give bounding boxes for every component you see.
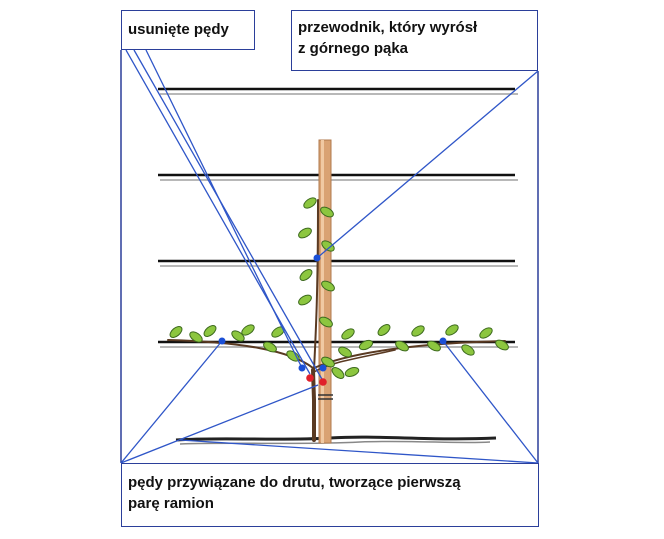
callout-removed-2 (133, 49, 324, 382)
leaf (344, 367, 360, 377)
callout-tied-4 (442, 340, 539, 464)
leaf (321, 280, 335, 292)
plant (167, 199, 506, 442)
cut-marker-red (306, 374, 314, 382)
leaf (189, 331, 203, 343)
callout-removed-1 (125, 49, 311, 375)
leaf (203, 325, 217, 337)
leaf (341, 328, 355, 340)
leaf (479, 327, 493, 339)
label-leader-line-2: z górnego pąka (298, 40, 409, 57)
post-ties (318, 394, 333, 400)
leaf (338, 346, 352, 358)
diagram-frame (120, 50, 539, 463)
post-highlight (321, 140, 324, 443)
label-removed-shoots: usunięte pędy (121, 10, 255, 50)
leaf (241, 324, 255, 336)
leaf (298, 294, 312, 306)
leaf (169, 326, 183, 338)
leaf (427, 340, 441, 352)
label-leader-line-1: przewodnik, który wyrósł (298, 19, 478, 36)
leaf (358, 339, 374, 351)
ground-line (175, 435, 497, 442)
callout-tied-1 (120, 340, 223, 464)
label-tied-line-2: parę ramion (128, 495, 214, 512)
leaf (411, 325, 425, 337)
leaf (445, 324, 459, 336)
leader-shoot (313, 199, 319, 371)
tie-marker-blue (218, 337, 226, 345)
label-leader: przewodnik, który wyrósł z górnego pąka (291, 10, 538, 71)
tie-marker-blue (298, 364, 306, 372)
leaf (321, 240, 335, 252)
tie-marker-blue (439, 337, 447, 345)
callout-leader (316, 70, 539, 259)
leaf (321, 356, 335, 368)
leaf (495, 339, 509, 351)
leaf (395, 340, 409, 352)
label-tied-shoots: pędy przywiązane do drutu, tworzące pier… (121, 463, 539, 527)
markers (218, 254, 447, 386)
leaf (319, 316, 333, 328)
trunk (311, 368, 316, 442)
callout-removed-3 (145, 49, 303, 369)
label-tied-line-1: pędy przywiązane do drutu, tworzące pier… (128, 474, 461, 491)
leaf (263, 341, 277, 353)
leaf (331, 367, 345, 379)
trellis-wires (158, 87, 518, 348)
lower-shoot (313, 349, 396, 373)
leaf (231, 330, 245, 342)
label-removed-shoots-text: usunięte pędy (128, 21, 229, 38)
leaf (299, 269, 313, 281)
leaf (461, 344, 475, 356)
leaf (303, 197, 317, 209)
leaves (169, 197, 509, 379)
callout-lines (120, 49, 539, 464)
leaf (320, 206, 334, 218)
tie-marker-blue (319, 364, 327, 372)
cut-marker-red (319, 378, 327, 386)
callout-tied-3 (179, 439, 539, 464)
leaf (298, 227, 312, 239)
support-post (318, 139, 332, 444)
tie-marker-blue (313, 254, 321, 262)
leaf (377, 324, 391, 336)
callout-tied-2 (120, 384, 319, 464)
